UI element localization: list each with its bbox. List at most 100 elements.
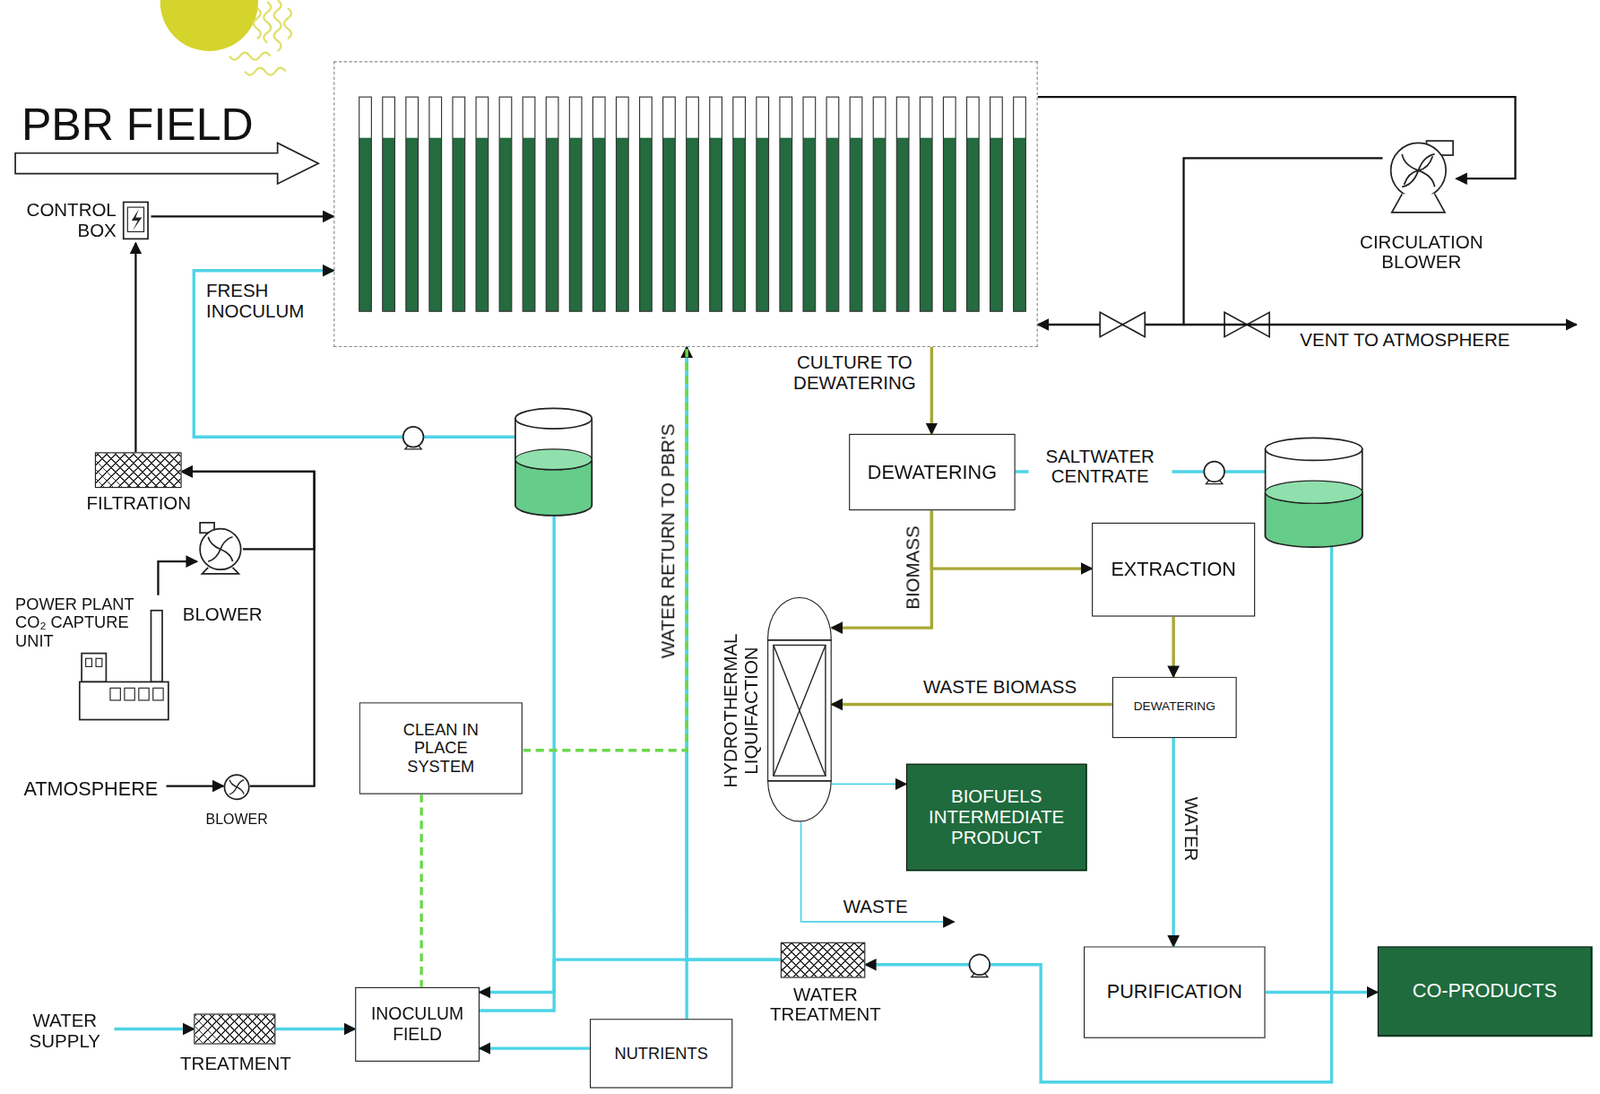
photobioreactor-tube [406, 96, 419, 312]
air-source: ATMOSPHERE [15, 772, 166, 805]
flow-line [831, 702, 1113, 706]
flow-line [831, 510, 933, 628]
pbr-field: PBR FIELD [333, 60, 1038, 347]
photobioreactor-tube [942, 96, 956, 312]
factory [86, 657, 93, 666]
process-box: NUTRIENTS [589, 1018, 733, 1088]
reactor-internals [767, 779, 832, 782]
node-label: INOCULUM FIELD [363, 1004, 472, 1044]
flow-line [479, 1046, 590, 1049]
flow-label: FRESH INOCULUM [204, 280, 332, 322]
sun [160, 0, 292, 76]
flow-line [831, 782, 907, 785]
reactor-vessel: HYDROTHERMAL LIQUIFACTION [767, 596, 832, 822]
photobioreactor-tube [756, 138, 770, 312]
photobioreactor-tube [429, 138, 442, 312]
flow-line [419, 794, 423, 987]
storage-tank [515, 407, 592, 516]
control-box-icon [123, 201, 148, 239]
photobioreactor-tube [756, 96, 770, 312]
photobioreactor-tube [406, 138, 419, 312]
photobioreactor-tube [592, 138, 606, 312]
node-label: DEWATERING [867, 460, 997, 483]
sun [244, 68, 286, 76]
flow-line [166, 784, 225, 787]
photobioreactor-tube [545, 138, 559, 312]
process-box: PURIFICATION [1083, 945, 1266, 1038]
photobioreactor-tube [615, 138, 629, 312]
storage-tank [515, 407, 592, 429]
photobioreactor-tube [709, 138, 723, 312]
sun [274, 0, 282, 52]
node-label: WATER SUPPLY [24, 1010, 106, 1052]
flow-line [181, 471, 315, 550]
reactor-internals [767, 639, 832, 641]
factory [150, 610, 163, 683]
photobioreactor-tube [592, 96, 606, 312]
storage-tank [515, 449, 592, 470]
storage-tank [1265, 480, 1363, 503]
flow-line [275, 1027, 355, 1030]
node-label: BIOFUELS INTERMEDIATE PRODUCT [915, 786, 1079, 848]
blower-icon [229, 779, 244, 795]
photobioreactor-tube [545, 96, 559, 312]
process-box: INOCULUM FIELD [354, 986, 480, 1062]
photobioreactor-tube [499, 138, 512, 312]
flow-line [864, 471, 1332, 1082]
factory [79, 681, 169, 719]
photobioreactor-tube [873, 138, 886, 312]
node-label: WATER TREATMENT [769, 983, 882, 1025]
flow-label: WASTE BIOMASS [902, 676, 1097, 698]
photobioreactor-tube [967, 138, 980, 312]
factory [95, 657, 103, 666]
process-box: DEWATERING [1112, 676, 1237, 738]
factory [124, 687, 135, 701]
node-label: NUTRIENTS [614, 1044, 709, 1063]
pump [968, 953, 990, 975]
vent-line [1184, 323, 1577, 326]
sun [263, 1, 271, 44]
factory [110, 687, 121, 701]
circulation-blower-icon [1391, 140, 1453, 213]
photobioreactor-tube [640, 138, 653, 312]
process-box: CLEAN IN PLACE SYSTEM [359, 701, 523, 794]
flow-line [157, 561, 197, 596]
treatment-unit: TREATMENT [193, 1012, 276, 1044]
flow-line [134, 242, 137, 452]
flow-line [1171, 616, 1175, 677]
factory [81, 653, 106, 683]
sun [253, 8, 261, 39]
photobioreactor-tube [733, 138, 746, 312]
photobioreactor-tube [663, 138, 676, 312]
blower-icon [224, 774, 249, 799]
reactor-internals [773, 644, 826, 776]
photobioreactor-tube [522, 96, 536, 312]
sun [229, 52, 271, 61]
blower-icon [224, 774, 249, 799]
photobioreactor-tube [640, 96, 653, 312]
control-box-icon [131, 208, 142, 231]
photobioreactor-tube [919, 138, 933, 312]
flow-line [1171, 737, 1175, 946]
blower-icon [199, 528, 242, 571]
flow-line [479, 959, 781, 992]
photobioreactor-tube [382, 138, 396, 312]
photobioreactor-tube [896, 138, 909, 312]
photobioreactor-tube [779, 96, 793, 312]
photobioreactor-tube [826, 96, 839, 312]
photobioreactor-tube [873, 96, 886, 312]
product-box: BIOFUELS INTERMEDIATE PRODUCT [906, 763, 1087, 872]
control-box-icon [127, 207, 144, 232]
photobioreactor-tube [359, 96, 372, 312]
blower-icon [201, 567, 239, 574]
sun [160, 0, 259, 52]
factory [153, 687, 164, 701]
process-box: DEWATERING [848, 433, 1016, 511]
control-box: CONTROL BOX [120, 198, 151, 243]
flow-line [522, 346, 687, 751]
field-arrow [15, 142, 319, 184]
photobioreactor-tube [990, 96, 1004, 312]
photobioreactor-tube [382, 96, 396, 312]
flow-label: BIOMASS [902, 516, 924, 619]
node-label: CLEAN IN PLACE SYSTEM [379, 720, 502, 776]
